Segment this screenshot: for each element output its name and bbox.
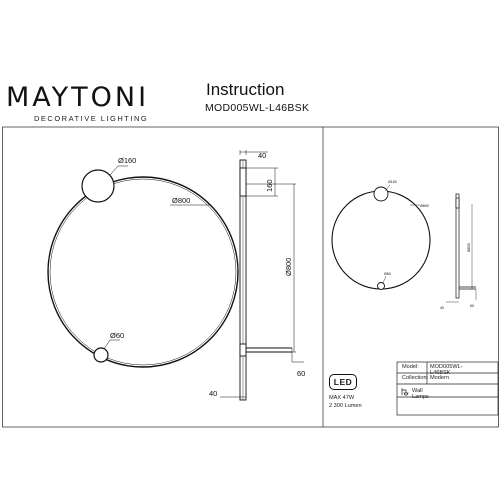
model-code: MOD005WL-L46BSK	[205, 102, 310, 114]
model-label: Model:	[402, 364, 419, 370]
led-badge: LED	[329, 374, 357, 390]
dim-bottom-width: 40	[209, 389, 217, 398]
top-disc	[81, 169, 115, 203]
page-title: Instruction	[206, 80, 285, 99]
dim-bottom-disc: Ø60	[110, 331, 124, 340]
dim-top-height: 160	[265, 179, 274, 192]
lumen-spec: 2 300 Lumen	[329, 403, 362, 409]
bottom-disc	[93, 347, 109, 363]
small-dim-bottom-offset: 60	[470, 304, 474, 308]
dim-top-width: 40	[258, 151, 266, 160]
sheet-frame	[2, 126, 499, 428]
wall-lamp-icon	[401, 388, 409, 396]
power-spec: MAX 47W	[329, 395, 355, 401]
small-side-view	[446, 193, 477, 303]
dim-ring: Ø800	[172, 196, 190, 205]
small-dim-ring: Ø800	[420, 204, 429, 208]
dim-top-disc: Ø160	[118, 156, 136, 165]
small-dim-height: Ø800	[467, 243, 471, 252]
main-front-view	[47, 165, 239, 368]
small-front-view	[331, 184, 431, 290]
dim-height: Ø800	[284, 258, 293, 276]
info-box	[396, 361, 499, 416]
ring-outline	[47, 176, 239, 368]
collection-value: Modern	[430, 375, 449, 381]
small-dim-bottom-disc: Ø60	[384, 272, 391, 276]
brand-logo: MAYTONI	[6, 82, 150, 113]
model-value: MOD005WL-L46BSK	[430, 364, 463, 376]
small-dim-top-disc: Ø160	[388, 180, 397, 184]
dim-bottom-offset: 60	[297, 369, 305, 378]
small-dim-bottom-width: 40	[440, 306, 444, 310]
main-side-view	[220, 150, 304, 401]
brand-tagline: DECORATIVE LIGHTING	[34, 114, 149, 123]
category-value: Wall Lamps	[412, 388, 429, 400]
collection-label: Collection:	[402, 375, 429, 381]
